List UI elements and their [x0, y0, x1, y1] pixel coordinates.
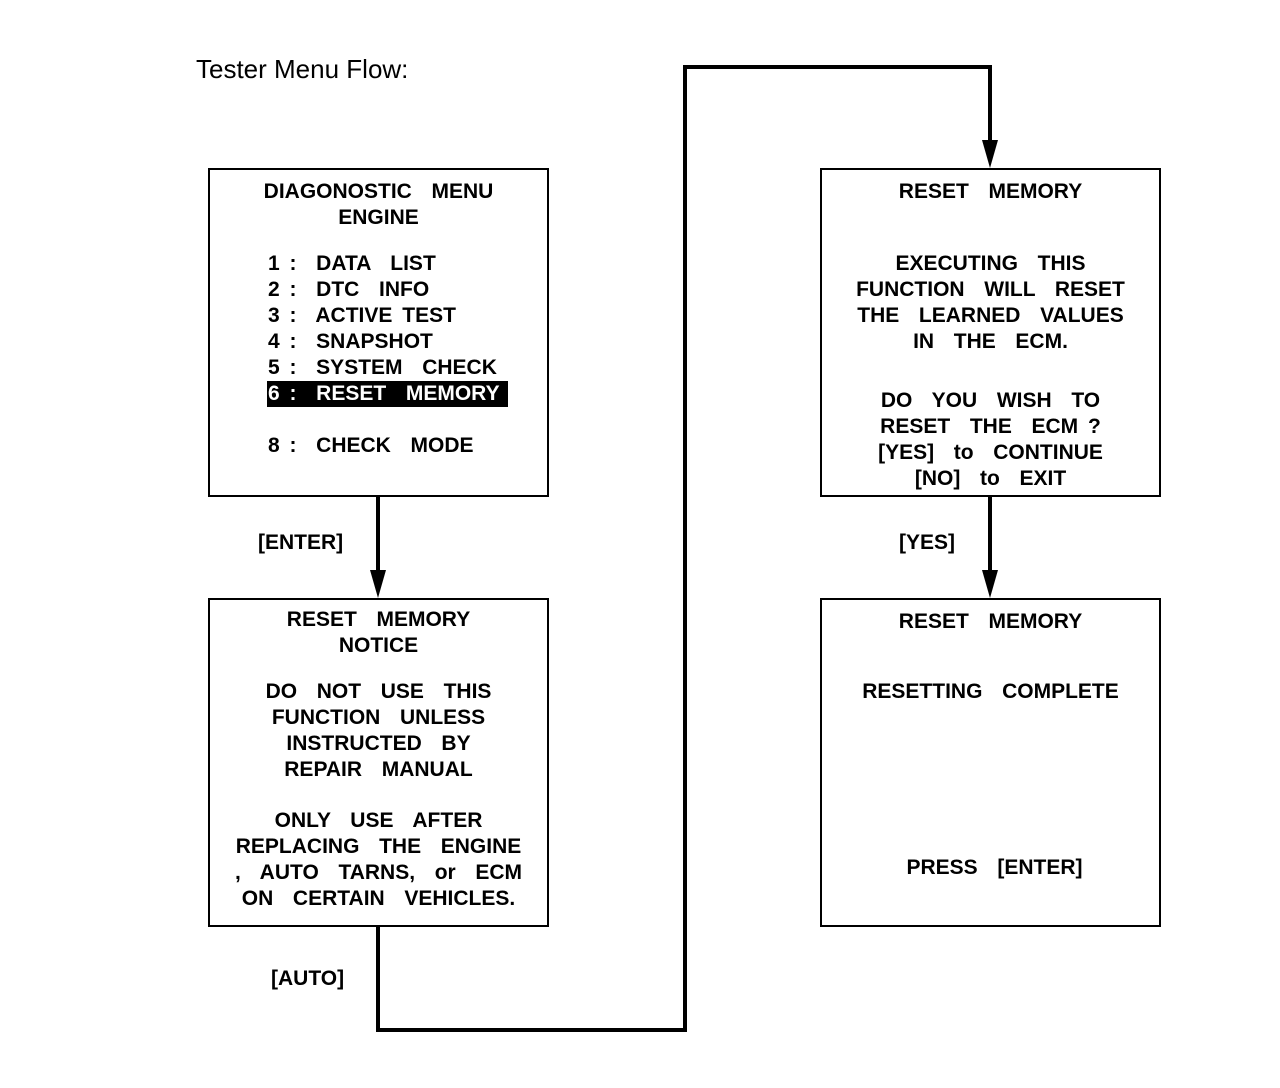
arrowhead-notice — [370, 570, 386, 598]
confirm-line: RESET THE ECM ? — [880, 415, 1101, 438]
menu-item-system-check[interactable]: 5 : SYSTEM CHECK — [268, 356, 497, 379]
menu-item-active-test[interactable]: 3 : ACTIVE TEST — [268, 304, 456, 327]
diagnostic-menu-screen: DIAGONOSTIC MENU ENGINE 1 : DATA LIST 2 … — [208, 168, 549, 497]
notice-subtitle: NOTICE — [338, 634, 419, 657]
menu-item-reset-memory-selected[interactable]: 6 : RESET MEMORY — [267, 381, 508, 407]
confirm-line: FUNCTION WILL RESET — [856, 278, 1125, 301]
edge-label-auto: [AUTO] — [271, 967, 345, 990]
notice-line: ONLY USE AFTER — [274, 809, 483, 832]
edge-label-enter: [ENTER] — [258, 531, 344, 554]
menu-subheader: ENGINE — [338, 206, 419, 229]
reset-memory-notice-screen: RESET MEMORY NOTICE DO NOT USE THIS FUNC… — [208, 598, 549, 927]
confirm-line: EXECUTING THIS — [895, 252, 1086, 275]
complete-press-enter[interactable]: PRESS [ENTER] — [906, 856, 1083, 879]
edge-label-yes: [YES] — [899, 531, 956, 554]
confirm-line: DO YOU WISH TO — [880, 389, 1101, 412]
notice-line: , AUTO TARNS, or ECM — [234, 861, 523, 884]
menu-item-data-list[interactable]: 1 : DATA LIST — [268, 252, 436, 275]
diagram-title: Tester Menu Flow: — [196, 54, 409, 84]
notice-line: DO NOT USE THIS — [265, 680, 492, 703]
menu-item-snapshot[interactable]: 4 : SNAPSHOT — [268, 330, 433, 353]
confirm-no-option[interactable]: [NO] to EXIT — [914, 467, 1067, 490]
reset-memory-confirm-screen: RESET MEMORY EXECUTING THIS FUNCTION WIL… — [820, 168, 1161, 497]
confirm-line: IN THE ECM. — [913, 330, 1068, 353]
notice-line: ON CERTAIN VEHICLES. — [241, 887, 516, 910]
menu-header: DIAGONOSTIC MENU — [263, 180, 494, 203]
reset-memory-complete-screen: RESET MEMORY RESETTING COMPLETE PRESS [E… — [820, 598, 1161, 927]
notice-line: FUNCTION UNLESS — [271, 706, 486, 729]
notice-line: INSTRUCTED BY — [286, 732, 471, 755]
notice-line: REPAIR MANUAL — [284, 758, 473, 781]
confirm-title: RESET MEMORY — [898, 180, 1083, 203]
notice-line: REPLACING THE ENGINE — [235, 835, 522, 858]
arrowhead-complete — [982, 570, 998, 598]
arrowhead-confirm — [982, 140, 998, 168]
arrow-notice-to-confirm — [376, 65, 992, 1032]
menu-item-dtc-info[interactable]: 2 : DTC INFO — [268, 278, 430, 301]
notice-title: RESET MEMORY — [286, 608, 471, 631]
menu-item-check-mode[interactable]: 8 : CHECK MODE — [268, 434, 474, 457]
complete-title: RESET MEMORY — [898, 610, 1083, 633]
complete-message: RESETTING COMPLETE — [862, 680, 1119, 703]
confirm-line: THE LEARNED VALUES — [857, 304, 1124, 327]
confirm-yes-option[interactable]: [YES] to CONTINUE — [878, 441, 1103, 464]
